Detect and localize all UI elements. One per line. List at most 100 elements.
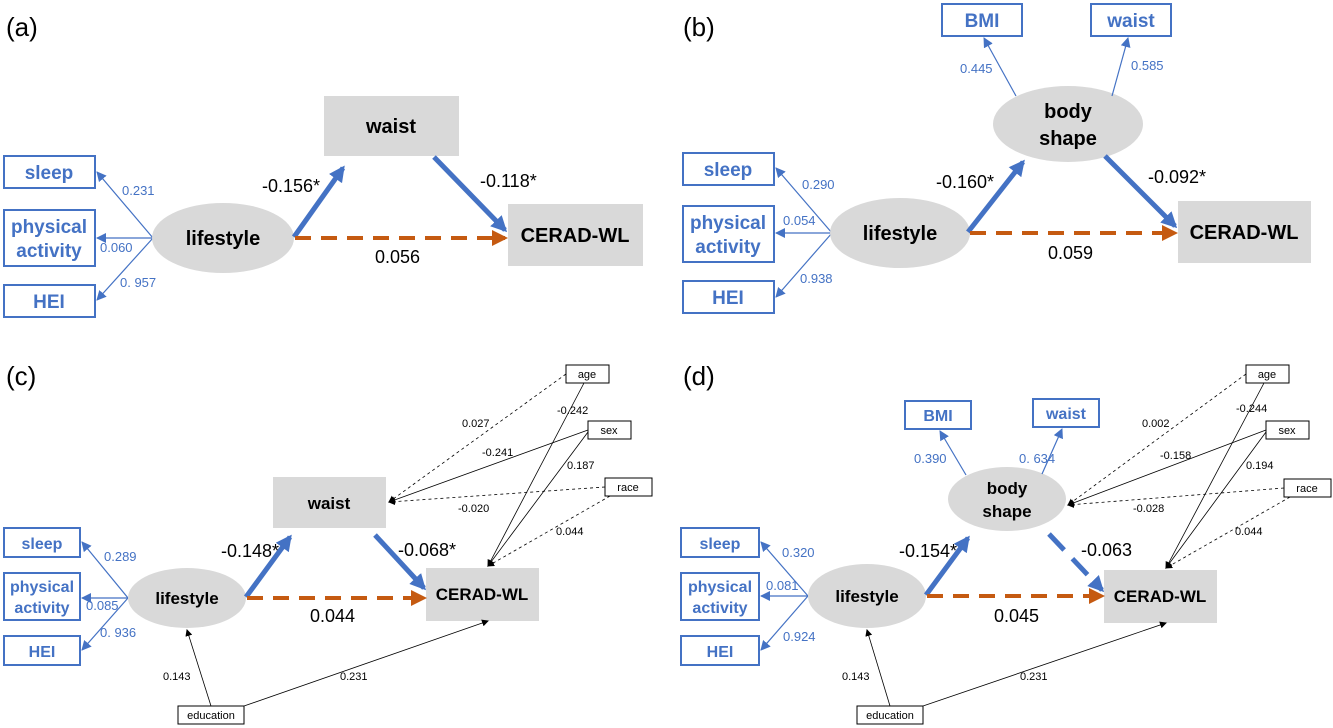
coef-race-cerad: 0.044 [1235, 526, 1263, 538]
waist-box [1090, 3, 1172, 37]
body-label: body [987, 479, 1028, 498]
coef-age-cerad: -0.244 [1236, 403, 1267, 415]
path-a-coef: -0.156* [262, 176, 320, 196]
race-label: race [1296, 483, 1317, 495]
body-shape-latent [993, 86, 1143, 162]
activity-label: activity [14, 600, 69, 617]
path-a-arrow [243, 534, 293, 599]
hei-label: HEI [707, 644, 734, 661]
cerad-wl-label: CERAD-WL [521, 225, 630, 247]
lifestyle-label: lifestyle [863, 223, 937, 245]
cerad-wl-label: CERAD-WL [1114, 587, 1207, 606]
path-b-arrow [373, 533, 427, 591]
path-c-coef: 0.056 [375, 247, 420, 267]
bmi-label: BMI [965, 11, 1000, 32]
physical-label: physical [10, 579, 74, 596]
hei-box [680, 635, 760, 666]
loading-arrow-hei [760, 595, 809, 651]
path-a-arrow [923, 535, 971, 597]
lifestyle-label: lifestyle [155, 589, 218, 608]
panel-c: (c) sleep physical activity HEI 0.289 0.… [3, 361, 653, 725]
path-b-arrow [1047, 532, 1105, 593]
age-to-cerad [487, 382, 585, 567]
hei-box [682, 280, 775, 314]
path-c-coef: 0.059 [1048, 243, 1093, 263]
education-to-cerad [243, 619, 489, 707]
coef-sex-cerad: 0.194 [1246, 460, 1274, 472]
lifestyle-latent [152, 203, 294, 273]
loading-arrow-bmi [939, 430, 967, 476]
lifestyle-latent [808, 564, 926, 628]
path-b-coef: -0.068* [398, 540, 456, 560]
bmi-box [941, 3, 1023, 37]
sleep-label: sleep [25, 163, 74, 184]
loading-arrow-hei [96, 237, 154, 301]
path-b-arrow [1103, 154, 1178, 229]
cerad-wl-label: CERAD-WL [1190, 222, 1299, 244]
coef-age-body-shape: 0.002 [1142, 418, 1170, 430]
education-to-lifestyle [185, 629, 212, 707]
cerad-wl-outcome [1104, 570, 1217, 623]
physical-activity-box [3, 209, 96, 267]
lifestyle-label: lifestyle [186, 228, 260, 250]
hei-box [3, 284, 96, 318]
education-to-cerad [922, 621, 1167, 707]
sleep-label: sleep [704, 160, 753, 181]
loading-physical: 0.060 [100, 240, 133, 255]
loading-hei: 0. 936 [100, 625, 136, 640]
loading-arrow-waist [1111, 37, 1131, 97]
path-a-arrow [966, 159, 1025, 234]
sleep-label: sleep [22, 536, 63, 553]
loading-hei: 0.938 [800, 271, 833, 286]
panel-b-label: (b) [683, 12, 715, 42]
coef-race-waist: -0.020 [458, 503, 489, 515]
hei-label: HEI [33, 292, 65, 313]
coef-education-cerad: 0.231 [1020, 671, 1048, 683]
loading-sleep: 0.289 [104, 549, 137, 564]
education-label: education [187, 710, 235, 722]
coef-sex-waist: -0.241 [482, 447, 513, 459]
sex-to-cerad [1165, 431, 1267, 569]
loading-bmi: 0.445 [960, 61, 993, 76]
cerad-wl-outcome [508, 204, 643, 266]
hei-box [3, 635, 81, 666]
cerad-wl-outcome [426, 568, 539, 621]
path-b-coef: -0.092* [1148, 167, 1206, 187]
loading-sleep: 0.290 [802, 177, 835, 192]
path-c-coef: 0.045 [994, 606, 1039, 626]
waist-indicator-label: waist [1106, 11, 1155, 32]
age-to-waist [388, 373, 567, 503]
sex-label: sex [1278, 425, 1296, 437]
waist-mediator [273, 477, 386, 528]
education-label: education [866, 710, 914, 722]
panel-d-label: (d) [683, 361, 715, 391]
age-to-cerad [1165, 382, 1265, 569]
race-to-body-shape [1067, 487, 1285, 509]
coef-education-lifestyle: 0.143 [842, 671, 870, 683]
sex-to-cerad [487, 431, 589, 567]
race-to-waist [388, 486, 606, 506]
waist-label: waist [365, 116, 416, 138]
loading-arrow-bmi [983, 37, 1017, 97]
race-label: race [617, 482, 638, 494]
sleep-label: sleep [700, 536, 741, 553]
coef-race-cerad: 0.044 [556, 526, 584, 538]
loading-physical: 0.081 [766, 578, 799, 593]
body-shape-latent [948, 467, 1066, 531]
panel-a-label: (a) [6, 12, 38, 42]
physical-activity-box [682, 205, 775, 263]
panel-c-label: (c) [6, 361, 36, 391]
loading-physical: 0.054 [783, 213, 816, 228]
panel-b: (b) sleep physical activity HEI 0.290 0.… [682, 3, 1311, 314]
path-c-coef: 0.044 [310, 606, 355, 626]
bmi-label: BMI [923, 408, 952, 425]
shape-label: shape [1039, 128, 1097, 150]
loading-arrow-hei [81, 597, 129, 651]
sleep-box [680, 527, 760, 558]
age-label: age [1258, 369, 1276, 381]
sex-label: sex [600, 425, 618, 437]
activity-label: activity [695, 237, 761, 258]
age-label: age [578, 369, 596, 381]
coef-sex-body-shape: -0.158 [1160, 450, 1191, 462]
